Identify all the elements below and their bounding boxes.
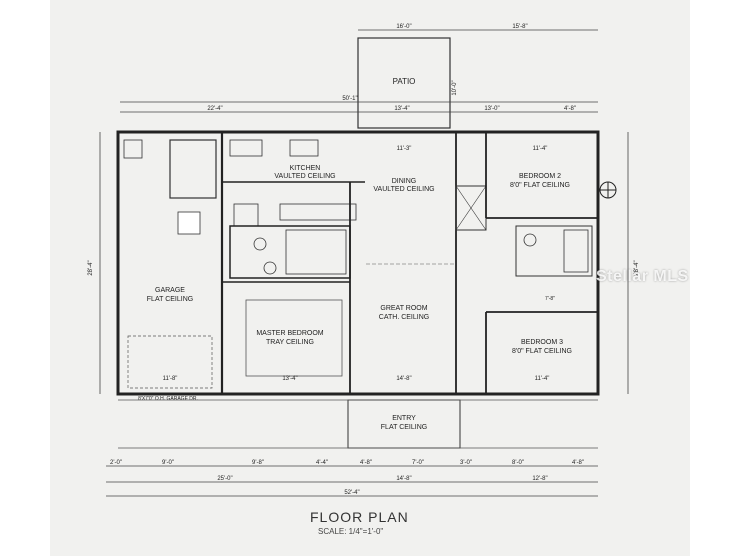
dim-c1: 25'-0" — [217, 476, 232, 482]
dining-sub: VAULTED CEILING — [373, 186, 434, 193]
dim-great-w: 14'-8" — [396, 376, 411, 382]
dim-top-left: 22'-4" — [207, 106, 222, 112]
patio-outline — [357, 37, 451, 129]
dim-bath-w: 7'-8" — [545, 296, 555, 302]
plan-title: FLOOR PLAN — [310, 509, 409, 525]
great-room-label: GREAT ROOM — [380, 305, 427, 312]
dim-top-mid: 13'-4" — [394, 106, 409, 112]
dim-b5: 4'-8" — [360, 460, 372, 466]
dim-garage-w: 11'-8" — [163, 376, 178, 382]
garage-sub: FLAT CEILING — [147, 296, 193, 303]
master-bath — [229, 225, 351, 279]
dim-top-right-b: 4'-8" — [564, 106, 576, 112]
entry-sub: FLAT CEILING — [381, 424, 427, 431]
plan-sheet — [50, 0, 690, 556]
dim-c3: 12'-8" — [532, 476, 547, 482]
dim-bottom-total: 52'-4" — [344, 490, 359, 496]
dim-bed3-w: 11'-4" — [535, 376, 550, 382]
bottom-dims-row1: 2'-0" 9'-0" 9'-8" 4'-4" 4'-8" 7'-0" 3'-0… — [110, 460, 584, 466]
dim-b6: 7'-0" — [412, 460, 424, 466]
dim-b2: 9'-0" — [162, 460, 174, 466]
great-room-sub: CATH. CEILING — [379, 314, 429, 321]
master-label: MASTER BEDROOM — [256, 330, 323, 337]
dim-b9: 4'-8" — [572, 460, 584, 466]
scale-note: SCALE: 1/4"=1'-0" — [318, 527, 384, 536]
entry-label: ENTRY — [392, 415, 416, 422]
dim-patio-depth: 10'-0" — [452, 80, 458, 95]
master-tray — [245, 299, 343, 377]
garage-door-region — [127, 335, 213, 389]
master-sub: TRAY CEILING — [266, 339, 314, 346]
bedroom3-sub: 8'0" FLAT CEILING — [512, 348, 572, 355]
bath-2 — [515, 225, 593, 277]
patio-label: PATIO — [393, 77, 416, 86]
dim-patio-right: 15'-8" — [512, 24, 527, 30]
dim-b8: 8'-0" — [512, 460, 524, 466]
bedroom2-label: BEDROOM 2 — [519, 173, 561, 180]
garage-label: GARAGE — [155, 287, 185, 294]
kitchen-label: KITCHEN — [290, 165, 321, 172]
dim-bed2-w: 11'-4" — [533, 146, 548, 152]
bedroom2-sub: 8'0" FLAT CEILING — [510, 182, 570, 189]
dining-label: DINING — [392, 178, 417, 185]
garage-door-note: 8'X7'0" O.H. GARAGE DR. — [138, 396, 198, 402]
dim-overall-upper: 50'-1" — [342, 96, 357, 102]
dim-left: 28'-4" — [88, 260, 94, 275]
dim-master-w: 13'-4" — [282, 376, 297, 382]
exterior-wall — [116, 130, 600, 396]
kitchen-sub: VAULTED CEILING — [274, 173, 335, 180]
bedroom3-label: BEDROOM 3 — [521, 339, 563, 346]
dim-patio-left: 16'-0" — [396, 24, 411, 30]
dim-b7: 3'-0" — [460, 460, 472, 466]
garage-storage — [169, 139, 217, 199]
dim-c2: 14'-8" — [396, 476, 411, 482]
dim-right: 28'-4" — [634, 260, 640, 275]
dim-kitchen-w: 11'-3" — [397, 146, 412, 152]
dim-top-right-a: 13'-0" — [484, 106, 499, 112]
dim-b3: 9'-8" — [252, 460, 264, 466]
dim-b4: 4'-4" — [316, 460, 328, 466]
watermark: Stellar MLS — [596, 268, 689, 285]
dim-b1: 2'-0" — [110, 460, 122, 466]
